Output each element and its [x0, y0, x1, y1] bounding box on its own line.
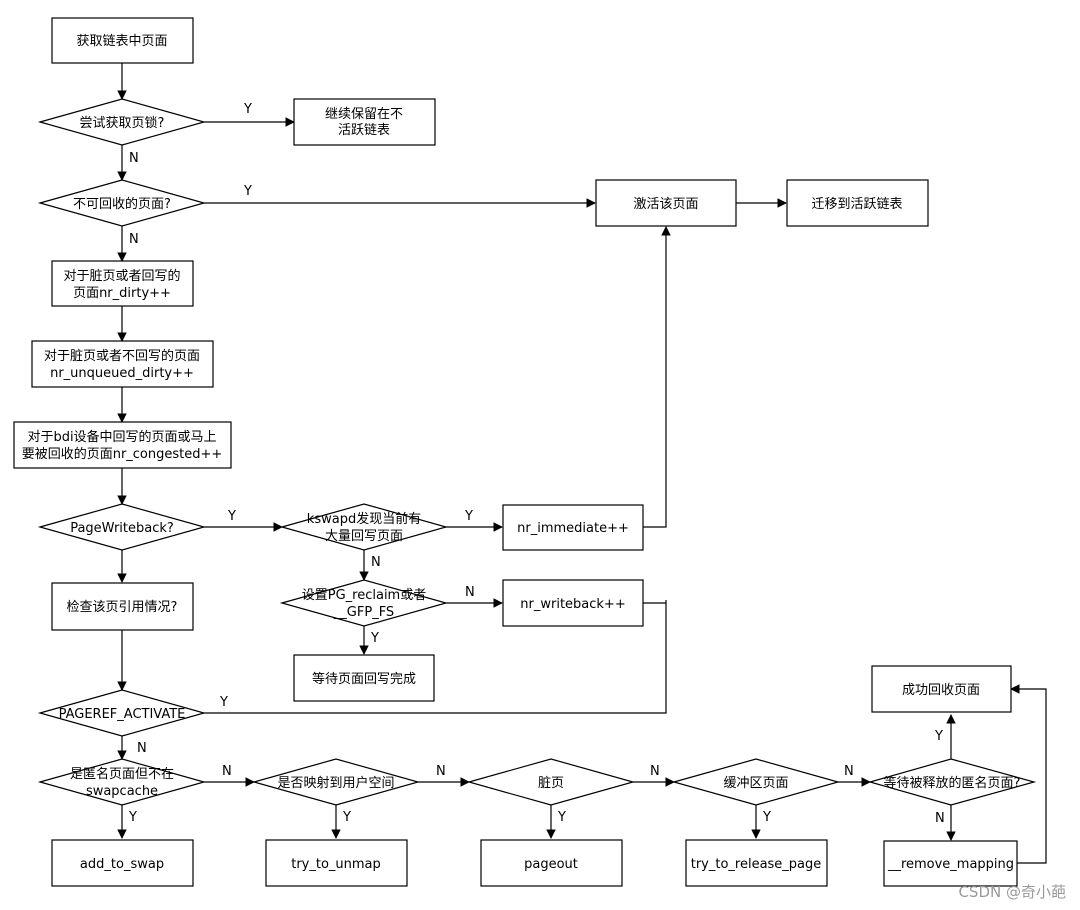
edge-remove-mapping-to-success — [1010, 684, 1047, 864]
node-anon: 是匿名页面但不在 swapcache — [37, 758, 207, 806]
node-success-reclaim: 成功回收页面 — [871, 665, 1012, 713]
node-page-writeback-label: PageWriteback? — [70, 521, 174, 536]
edge-label-wait-release-yes: Y — [934, 729, 943, 744]
node-try-to-unmap: try_to_unmap — [265, 839, 408, 887]
node-get-page: 获取链表中页面 — [51, 17, 194, 64]
node-dirty-label-1: 对于脏页或者回写的 — [63, 268, 180, 284]
node-activate-page: 激活该页面 — [595, 179, 737, 227]
node-dirty-page-label: 脏页 — [538, 776, 564, 791]
edge-label-buffer-yes: Y — [762, 810, 771, 825]
edge-label-pagewriteback-yes: Y — [227, 509, 236, 524]
edge-label-dirty-page-no: N — [650, 764, 660, 779]
node-wait-release-label: 等待被释放的匿名页面? — [884, 775, 1021, 791]
node-try-to-release-page-label: try_to_release_page — [691, 857, 822, 872]
edge-label-mapped-yes: Y — [342, 810, 351, 825]
node-unevictable: 不可回收的页面? — [37, 179, 207, 227]
node-unqueued-label-1: 对于脏页或者不回写的页面 — [44, 348, 200, 364]
edge-nr-immediate-to-activate — [643, 226, 671, 528]
edge-label-kswapd-yes: Y — [464, 509, 473, 524]
node-nr-immediate: nr_immediate++ — [502, 504, 644, 551]
node-add-to-swap-label: add_to_swap — [80, 857, 164, 872]
node-buffer-page-label: 缓冲区页面 — [723, 776, 788, 791]
node-pageref-activate-label: PAGEREF_ACTIVATE — [59, 707, 186, 722]
node-nr-writeback: nr_writeback++ — [502, 579, 644, 627]
node-nr-writeback-label: nr_writeback++ — [520, 597, 625, 612]
edge-label-wait-release-no: N — [935, 811, 945, 826]
node-success-reclaim-label: 成功回收页面 — [902, 683, 980, 698]
node-keep-inactive: 继续保留在不 活跃链表 — [293, 98, 436, 146]
node-mapped-label: 是否映射到用户空间 — [277, 775, 394, 791]
node-mapped: 是否映射到用户空间 — [251, 758, 421, 806]
node-try-to-unmap-label: try_to_unmap — [291, 857, 381, 872]
node-try-lock-label: 尝试获取页锁? — [80, 115, 165, 131]
node-unqueued-label-2: nr_unqueued_dirty++ — [50, 366, 194, 381]
edges — [117, 63, 1047, 864]
edge-label-anon-yes: Y — [128, 810, 137, 825]
node-kswapd: kswapd发现当前有 大量回写页面 — [279, 503, 449, 551]
watermark-text: CSDN @奇小葩 — [958, 883, 1066, 901]
edge-label-try-lock-yes: Y — [243, 102, 252, 117]
node-check-ref-label: 检查该页引用情况? — [67, 600, 178, 615]
edge-label-anon-no: N — [222, 764, 232, 779]
node-page-writeback: PageWriteback? — [37, 503, 207, 551]
node-wait-writeback: 等待页面回写完成 — [293, 654, 435, 702]
node-get-page-label: 获取链表中页面 — [76, 34, 167, 49]
node-anon-label-2: swapcache — [86, 784, 158, 799]
edge-label-pageref-no: N — [137, 741, 147, 756]
node-wait-writeback-label: 等待页面回写完成 — [312, 671, 416, 687]
node-activate-page-label: 激活该页面 — [633, 197, 698, 212]
node-reclaim-label-1: 设置PG_reclaim或者 — [302, 588, 426, 603]
edge-label-kswapd-no: N — [371, 555, 381, 570]
node-buffer-page: 缓冲区页面 — [671, 758, 841, 806]
node-congested-label-1: 对于bdi设备中回写的页面或马上 — [27, 429, 216, 445]
node-dirty-page: 脏页 — [466, 758, 636, 806]
node-pageout: pageout — [480, 839, 623, 887]
edge-label-unevictable-yes: Y — [243, 184, 252, 199]
node-dirty-label-2: 页面nr_dirty++ — [73, 286, 171, 301]
node-keep-inactive-label-1: 继续保留在不 — [325, 107, 403, 122]
node-kswapd-label-2: 大量回写页面 — [325, 529, 403, 544]
node-check-ref: 检查该页引用情况? — [51, 582, 194, 631]
node-anon-label-1: 是匿名页面但不在 — [70, 766, 174, 782]
edge-label-try-lock-no: N — [129, 151, 139, 166]
node-dirty: 对于脏页或者回写的 页面nr_dirty++ — [51, 260, 194, 307]
node-nr-immediate-label: nr_immediate++ — [517, 521, 629, 536]
node-pageout-label: pageout — [524, 857, 578, 872]
node-try-to-release-page: try_to_release_page — [685, 839, 828, 887]
node-congested-label-2: 要被回收的页面nr_congested++ — [22, 446, 223, 462]
node-congested: 对于bdi设备中回写的页面或马上 要被回收的页面nr_congested++ — [13, 421, 232, 469]
edge-label-mapped-no: N — [436, 764, 446, 779]
edge-label-reclaim-no: N — [465, 585, 475, 600]
edge-label-dirty-page-yes: Y — [557, 810, 566, 825]
node-add-to-swap: add_to_swap — [51, 839, 194, 887]
node-move-active-label: 迁移到活跃链表 — [811, 197, 902, 212]
node-try-lock: 尝试获取页锁? — [37, 98, 207, 146]
node-move-active: 迁移到活跃链表 — [786, 179, 929, 227]
node-wait-release: 等待被释放的匿名页面? — [867, 758, 1037, 806]
node-kswapd-label-1: kswapd发现当前有 — [307, 511, 421, 527]
edge-label-pageref-yes: Y — [219, 695, 228, 710]
node-unqueued: 对于脏页或者不回写的页面 nr_unqueued_dirty++ — [31, 340, 214, 388]
node-remove-mapping: __remove_mapping — [883, 840, 1018, 887]
edge-label-unevictable-no: N — [129, 232, 139, 247]
edge-labels: Y N Y N Y Y N N Y Y N N Y N Y N Y N Y Y … — [128, 102, 945, 826]
node-remove-mapping-label: __remove_mapping — [887, 857, 1014, 872]
node-keep-inactive-label-2: 活跃链表 — [338, 123, 390, 138]
node-unevictable-label: 不可回收的页面? — [73, 196, 171, 212]
edge-label-buffer-no: N — [844, 764, 854, 779]
node-reclaim-label-2: __GFP_FS — [333, 605, 394, 620]
node-reclaim: 设置PG_reclaim或者 __GFP_FS — [279, 579, 449, 627]
edge-label-reclaim-yes: Y — [370, 631, 379, 646]
edge-pageref-to-activate — [204, 600, 667, 714]
node-pageref-activate: PAGEREF_ACTIVATE — [37, 689, 207, 737]
